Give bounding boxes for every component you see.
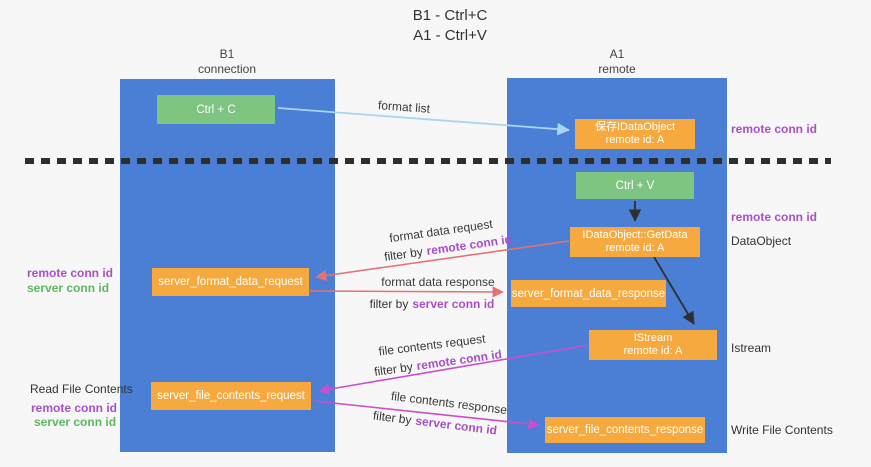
server-conn-id-text: server conn id (412, 297, 495, 311)
lane-a1-role: remote (598, 62, 636, 76)
annotation-left-server-conn-id: server conn id (27, 281, 110, 295)
istream-box: IStream remote id: A (589, 330, 717, 360)
lane-a1-name: A1 (609, 47, 625, 61)
title-line-1: B1 - Ctrl+C (412, 7, 488, 24)
filter-by-text: filter by (372, 408, 413, 428)
title-line-2: A1 - Ctrl+V (413, 27, 487, 44)
getdata-line1: IDataObject::GetData (582, 229, 688, 241)
server-format-data-request-box: server_format_data_request (152, 268, 309, 296)
label-format-list: format list (377, 98, 431, 116)
filter-by-text: filter by (369, 297, 409, 311)
filter-by-text: filter by (383, 244, 424, 264)
getdata-line2: remote id: A (605, 242, 665, 254)
server-conn-id-text: server conn id (414, 413, 498, 438)
annotation-istream: Istream (731, 341, 772, 355)
save-idataobject-line1: 保存IDataObject (594, 121, 676, 133)
server-file-contents-request-box: server_file_contents_request (151, 382, 311, 410)
server-file-contents-response-box: server_file_contents_response (545, 417, 705, 443)
ctrl-v-box: Ctrl + V (576, 172, 694, 199)
istream-line2: remote id: A (623, 345, 683, 357)
ctrl-c-box: Ctrl + C (157, 95, 275, 124)
annotation-left-remote-conn-id-2: remote conn id (31, 401, 118, 415)
lane-header-a1: A1 remote (547, 47, 687, 77)
arrow-format-data-response (309, 286, 504, 298)
annotation-read-file-contents: Read File Contents (30, 382, 133, 396)
annotation-remote-conn-id-mid: remote conn id (731, 210, 818, 224)
diagram-title: B1 - Ctrl+C A1 - Ctrl+V (330, 6, 570, 46)
lane-header-b1: B1 connection (157, 47, 297, 77)
annotation-remote-conn-id-top: remote conn id (731, 122, 818, 136)
annotation-dataobject: DataObject (731, 234, 792, 248)
save-idataobject-line2: remote id: A (605, 134, 665, 146)
lane-b1-name: B1 (219, 47, 235, 61)
istream-line1: IStream (633, 332, 673, 344)
annotation-left-server-conn-id-2: server conn id (34, 415, 117, 429)
server-format-data-response-box: server_format_data_response (511, 280, 666, 307)
save-idataobject-box: 保存IDataObject remote id: A (575, 119, 695, 149)
annotation-left-remote-conn-id: remote conn id (27, 266, 114, 280)
idataobject-getdata-box: IDataObject::GetData remote id: A (570, 227, 700, 257)
label-format-data-response: format data response (381, 275, 495, 289)
filter-by-text: filter by (373, 359, 414, 379)
phase-divider-dashed-line (25, 158, 831, 164)
annotation-write-file-contents: Write File Contents (731, 423, 833, 437)
lane-b1-role: connection (197, 62, 257, 76)
